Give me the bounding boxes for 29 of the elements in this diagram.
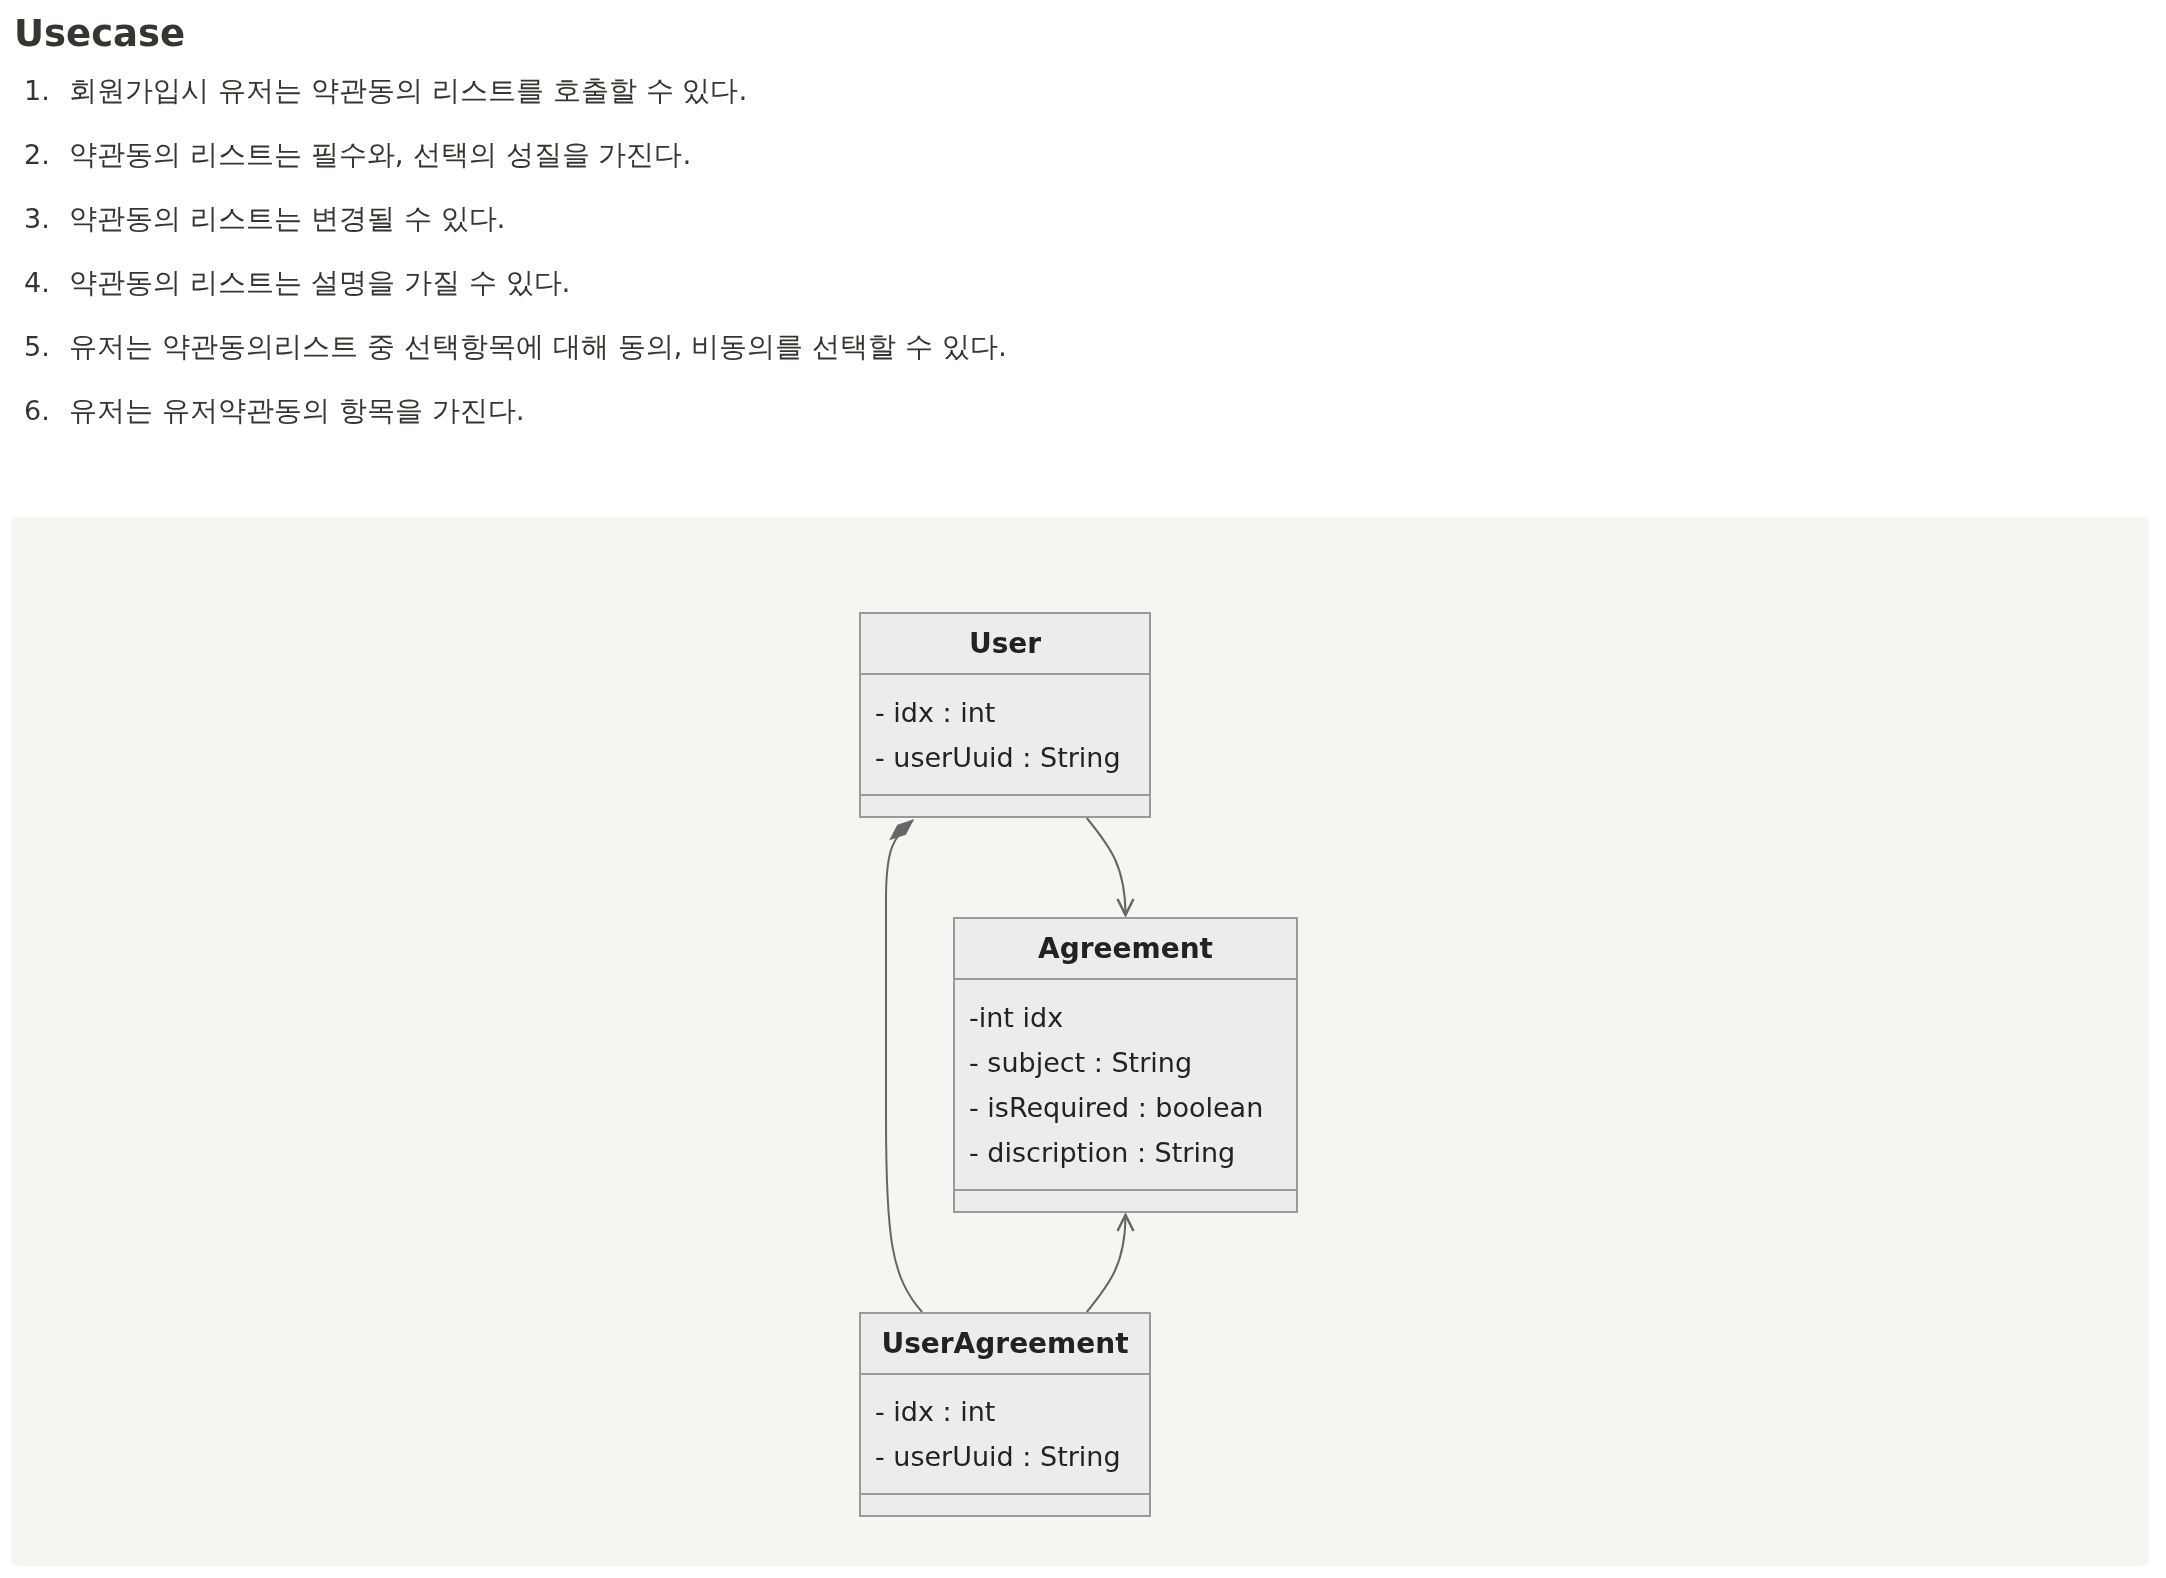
class-box (859, 612, 1151, 818)
class-name: User (968, 625, 1042, 662)
list-item-text: 약관동의 리스트는 필수와, 선택의 성질을 가진다. (69, 137, 692, 173)
class-name: Agreement (1038, 930, 1213, 967)
list-item-text: 약관동의 리스트는 설명을 가질 수 있다. (69, 265, 571, 301)
attribute-text: - subject : String (969, 1045, 1194, 1080)
list-number: 4. (24, 266, 51, 300)
class-name: UserAgreement (881, 1325, 1129, 1362)
class-box (859, 1312, 1151, 1517)
attribute-text: - discription : String (969, 1135, 1237, 1170)
attribute-text: - userUuid : String (875, 1440, 1122, 1474)
list-number: 2. (24, 138, 51, 172)
list-item-text: 유저는 유저약관동의 항목을 가진다. (69, 393, 525, 429)
connector-arrow (1085, 1213, 1135, 1313)
connector-arrow (1085, 817, 1135, 917)
list-number: 5. (24, 330, 51, 364)
attribute-text: - idx : int (875, 1395, 997, 1429)
attribute-text: - idx : int (875, 695, 997, 730)
attribute-text: - userUuid : String (875, 740, 1122, 775)
list-item-text: 회원가입시 유저는 약관동의 리스트를 호출할 수 있다. (69, 73, 748, 109)
list-number: 1. (24, 74, 51, 108)
list-number: 3. (24, 202, 51, 236)
class-box (953, 917, 1298, 1213)
list-item-text: 유저는 약관동의리스트 중 선택항목에 대해 동의, 비동의를 선택할 수 있다. (69, 329, 1007, 365)
list-number: 6. (24, 394, 51, 428)
list-item-text: 약관동의 리스트는 변경될 수 있다. (69, 201, 506, 237)
attribute-text: -int idx (969, 1000, 1065, 1035)
attribute-text: - isRequired : boolean (969, 1090, 1265, 1125)
page-heading: Usecase (14, 11, 186, 57)
